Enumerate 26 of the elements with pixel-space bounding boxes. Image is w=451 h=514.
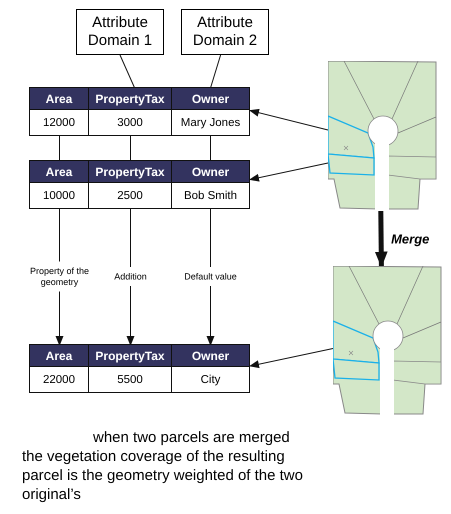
attribute-table [29, 344, 250, 393]
arrow [206, 208, 214, 346]
edge-label: Addition [114, 270, 147, 283]
edge-label: Default value [184, 270, 237, 283]
table-header: Area [30, 161, 89, 183]
attribute-table [29, 87, 250, 136]
edge-label: Merge [391, 232, 430, 245]
table-header: Area [30, 345, 89, 367]
edge-label: Property of the geometry [28, 264, 90, 288]
arrow [126, 208, 134, 346]
arrow [374, 210, 388, 268]
table-header: PropertyTax [89, 88, 172, 110]
arrow [249, 348, 334, 368]
arrow [56, 208, 64, 346]
table-header: Owner [172, 88, 249, 110]
arrow [249, 162, 328, 182]
table-header: Owner [172, 161, 249, 183]
attribute-table [29, 160, 250, 209]
domain-box: Attribute Domain 1 [76, 9, 164, 55]
table-header: PropertyTax [89, 345, 172, 367]
arrow [249, 108, 328, 130]
table-header: Area [30, 88, 89, 110]
caption-text: when two parcels are merged the vegetation coverage of the resulting parcel is the geometry weighted of the two original’s [22, 428, 304, 504]
table-header: PropertyTax [89, 161, 172, 183]
table-header: Owner [172, 345, 249, 367]
domain-box: Attribute Domain 2 [181, 9, 269, 55]
